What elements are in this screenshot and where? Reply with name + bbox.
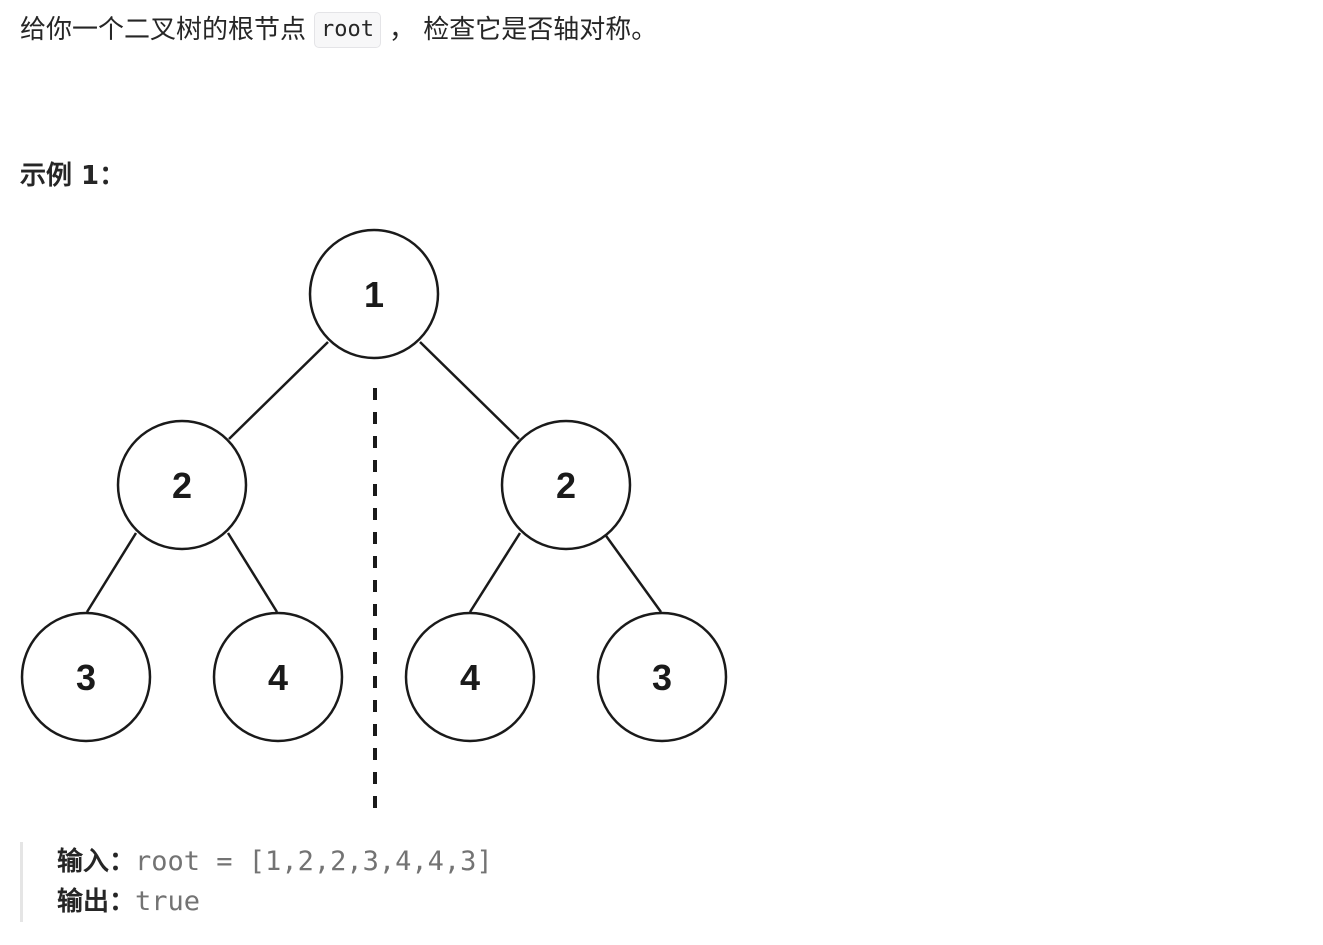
tree-node-label: 2 bbox=[172, 465, 192, 506]
example-output-line: 输出：true bbox=[57, 882, 200, 922]
example-io-block: 输入：root = [1,2,2,3,4,4,3] 输出：true bbox=[20, 842, 723, 922]
tree-node: 4 bbox=[212, 611, 344, 743]
tree-edge bbox=[602, 532, 663, 613]
tree-node-label: 1 bbox=[364, 274, 384, 315]
tree-node: 3 bbox=[596, 611, 728, 743]
example-title: 示例 1： bbox=[20, 161, 126, 191]
tree-edge bbox=[419, 341, 520, 440]
tree-nodes: 1 2 2 3 4 4 3 bbox=[20, 228, 728, 743]
symmetric-tree-figure: 1 2 2 3 4 4 3 bbox=[20, 228, 728, 808]
tree-edge bbox=[226, 532, 279, 613]
tree-edges bbox=[85, 341, 663, 613]
description-text-after: ， 检查它是否轴对称。 bbox=[389, 15, 658, 45]
tree-node: 2 bbox=[116, 419, 248, 551]
output-value: true bbox=[135, 886, 201, 917]
tree-node-label: 2 bbox=[556, 465, 576, 506]
output-label: 输出： bbox=[57, 887, 136, 917]
root-code-inline: root bbox=[314, 12, 381, 48]
tree-node-label: 4 bbox=[268, 657, 288, 698]
tree-node: 4 bbox=[404, 611, 536, 743]
example-input-line: 输入：root = [1,2,2,3,4,4,3] bbox=[57, 842, 493, 882]
tree-node-label: 3 bbox=[652, 657, 672, 698]
description-text-before: 给你一个二叉树的根节点 bbox=[20, 15, 307, 45]
tree-node-label: 3 bbox=[76, 657, 96, 698]
tree-node: 2 bbox=[500, 419, 632, 551]
input-value: root = [1,2,2,3,4,4,3] bbox=[135, 846, 493, 877]
tree-node: 3 bbox=[20, 611, 152, 743]
tree-node: 1 bbox=[308, 228, 440, 360]
tree-edge bbox=[468, 532, 522, 613]
tree-node-label: 4 bbox=[460, 657, 480, 698]
tree-edge bbox=[85, 532, 138, 613]
input-label: 输入： bbox=[57, 847, 136, 877]
tree-edge bbox=[228, 341, 329, 440]
